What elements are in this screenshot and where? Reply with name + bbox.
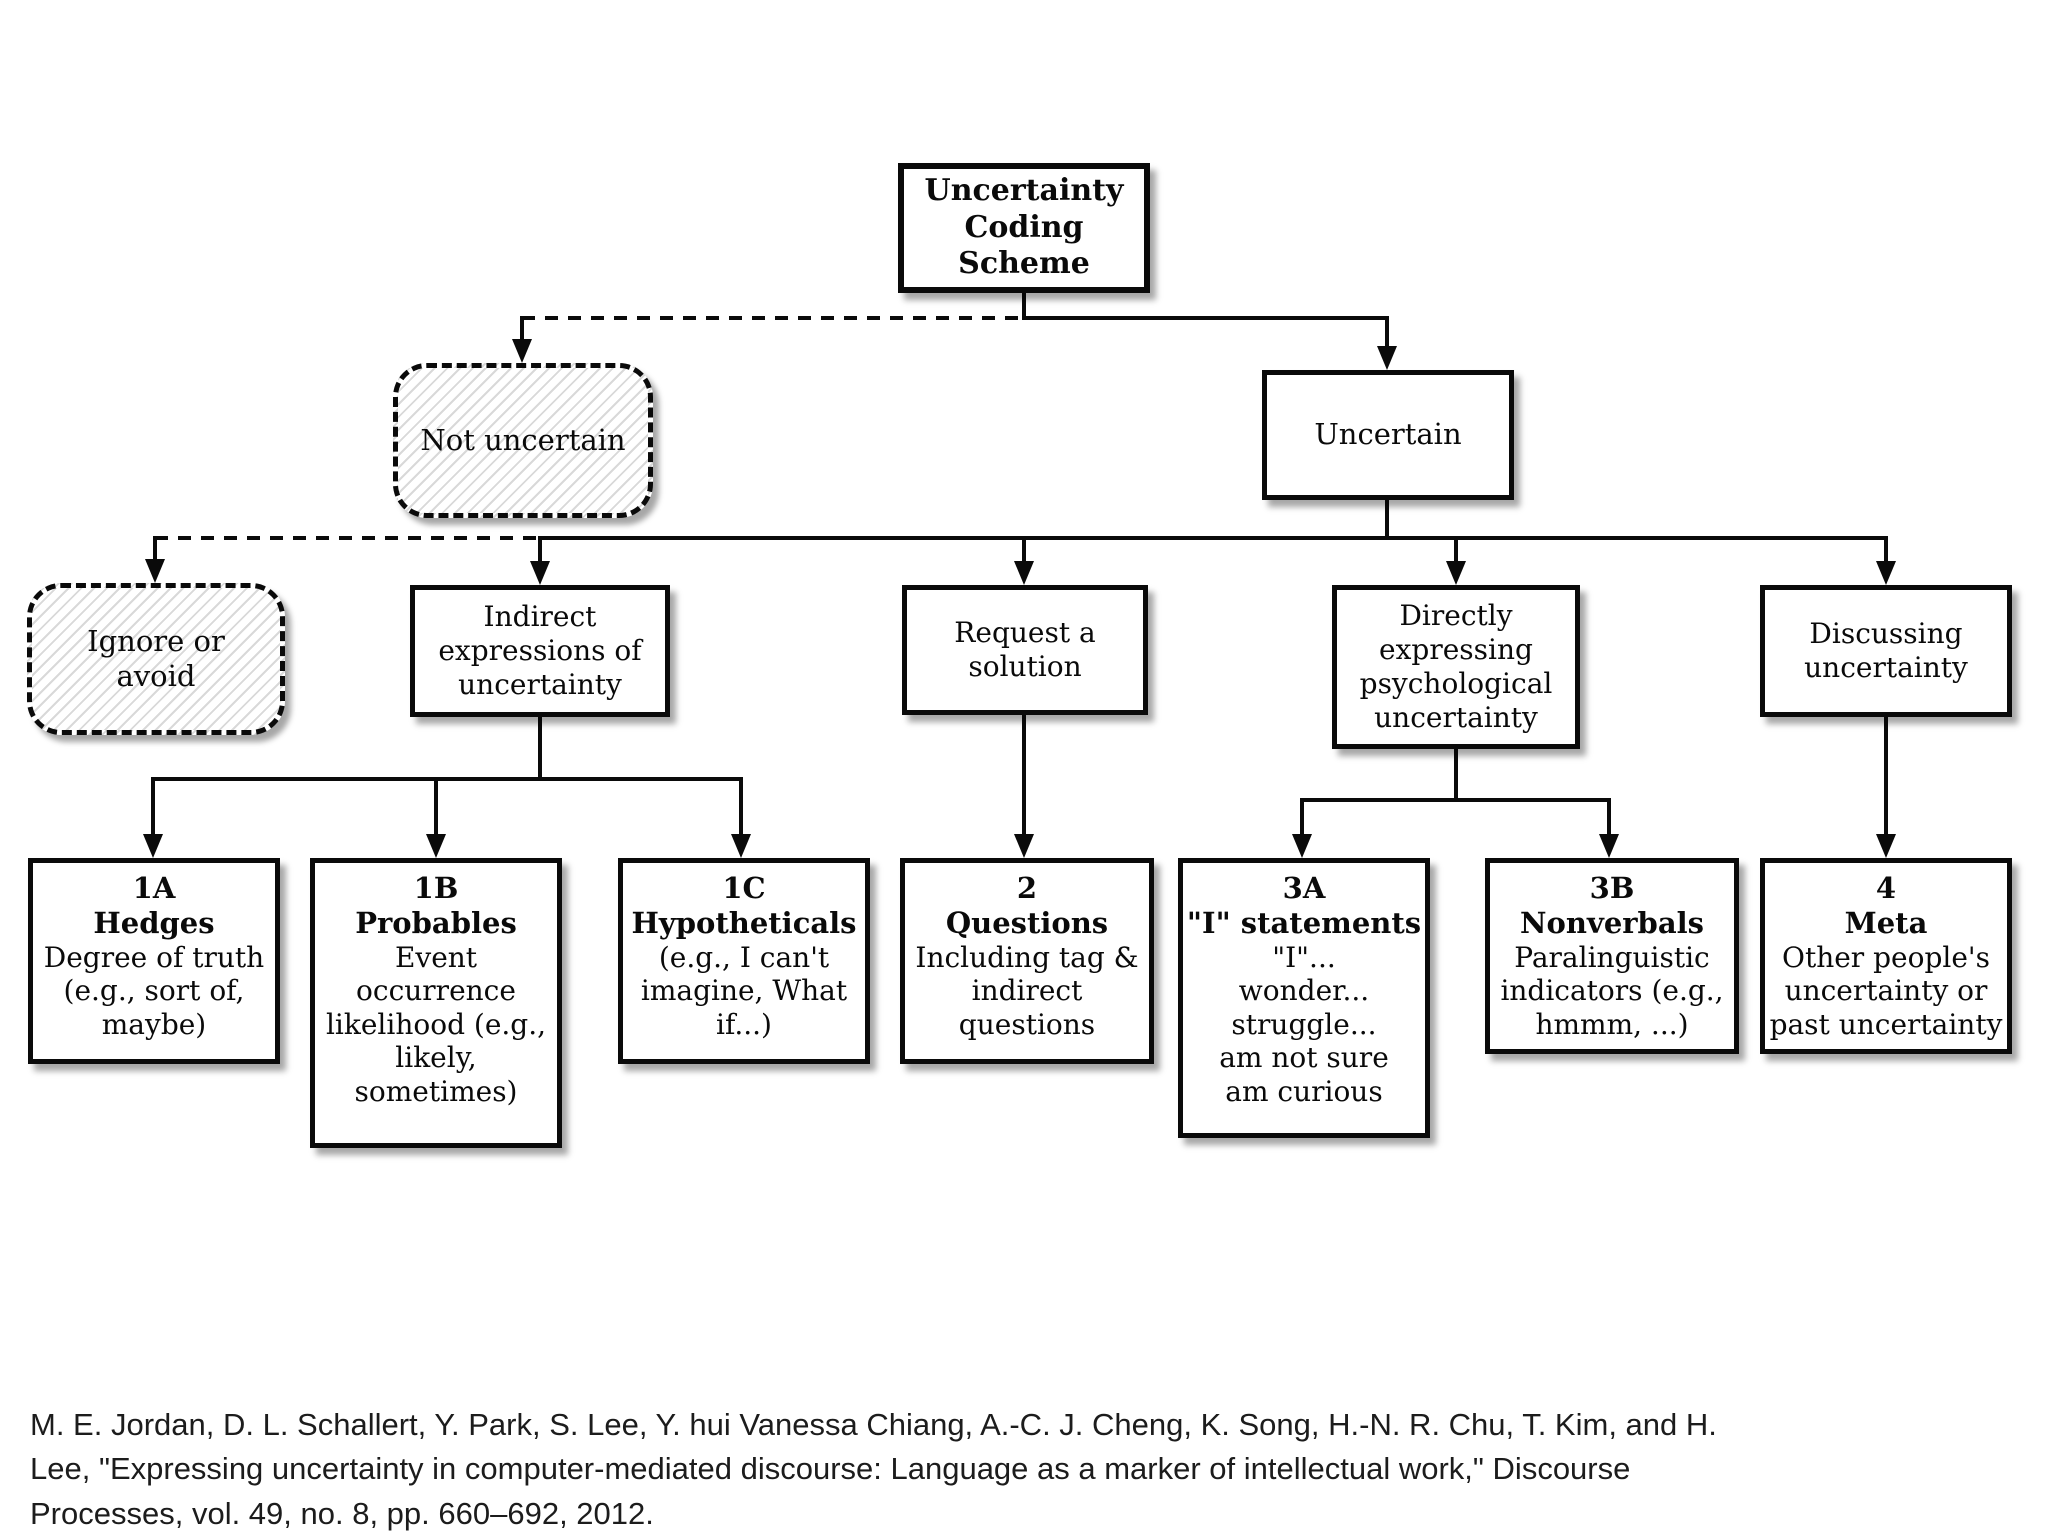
connector-line <box>1385 500 1389 540</box>
arrowhead-down-icon <box>1377 346 1397 370</box>
arrowhead-down-icon <box>1446 561 1466 585</box>
arrowhead-down-icon <box>1014 834 1034 858</box>
connector-line <box>1022 292 1026 320</box>
connector-line <box>540 536 1888 540</box>
arrowhead-down-icon <box>145 559 165 583</box>
connector-line <box>153 536 157 562</box>
node-description: Paralinguistic indicators (e.g., hmmm, .… <box>1500 940 1724 1041</box>
node-request-a-solution: Request a solution <box>902 585 1148 715</box>
node-description: Event occurrence likelihood (e.g., likel… <box>325 940 547 1108</box>
node-description: Other people's uncertainty or past uncer… <box>1769 940 2003 1041</box>
arrowhead-down-icon <box>1292 834 1312 858</box>
arrowhead-down-icon <box>512 339 532 363</box>
node-3a-i-statements: 3A "I" statements "I"... wonder... strug… <box>1178 858 1430 1138</box>
node-label: Discussing uncertainty <box>1804 616 1968 684</box>
arrowhead-down-icon <box>426 834 446 858</box>
connector-line <box>739 777 743 837</box>
connector-line <box>1385 316 1389 346</box>
connector-line <box>151 777 743 781</box>
node-not-uncertain: Not uncertain <box>393 363 653 518</box>
node-label: Request a solution <box>954 615 1096 683</box>
connector-line <box>1454 536 1458 564</box>
connector-line <box>434 777 438 837</box>
connector-line <box>1300 798 1611 802</box>
connector-line <box>1022 316 1389 320</box>
node-label: Uncertainty Coding Scheme <box>924 173 1124 282</box>
node-label: Ignore or avoid <box>87 623 225 693</box>
node-directly-expressing: Directly expressing psychological uncert… <box>1332 585 1580 749</box>
node-label: Not uncertain <box>420 422 626 457</box>
node-heading: 1B Probables <box>355 871 517 940</box>
node-label: Indirect expressions of uncertainty <box>438 599 642 702</box>
node-1c-hypotheticals: 1C Hypotheticals (e.g., I can't imagine,… <box>618 858 870 1064</box>
node-1a-hedges: 1A Hedges Degree of truth (e.g., sort of… <box>28 858 280 1064</box>
connector-line <box>538 536 542 564</box>
node-description: Including tag & indirect questions <box>915 940 1139 1041</box>
connector-line <box>1022 536 1026 564</box>
node-uncertain: Uncertain <box>1262 370 1514 500</box>
arrowhead-down-icon <box>1876 561 1896 585</box>
arrowhead-down-icon <box>731 834 751 858</box>
node-heading: 3A "I" statements <box>1186 871 1422 940</box>
connector-line <box>1300 798 1304 837</box>
node-description: (e.g., I can't imagine, What if...) <box>640 940 848 1041</box>
node-4-meta: 4 Meta Other people's uncertainty or pas… <box>1760 858 2012 1054</box>
node-description: "I"... wonder... struggle... am not sure… <box>1219 940 1389 1108</box>
arrowhead-down-icon <box>530 561 550 585</box>
node-1b-probables: 1B Probables Event occurrence likelihood… <box>310 858 562 1148</box>
node-heading: 3B Nonverbals <box>1520 871 1704 940</box>
connector-line <box>1454 748 1458 802</box>
arrowhead-down-icon <box>1014 561 1034 585</box>
connector-line <box>1607 798 1611 837</box>
node-description: Degree of truth (e.g., sort of, maybe) <box>43 940 265 1041</box>
arrowhead-down-icon <box>1599 834 1619 858</box>
node-indirect-expressions: Indirect expressions of uncertainty <box>410 585 670 717</box>
arrowhead-down-icon <box>1876 834 1896 858</box>
node-ignore-or-avoid: Ignore or avoid <box>27 583 285 735</box>
node-uncertainty-coding-scheme: Uncertainty Coding Scheme <box>898 163 1150 293</box>
connector-line-dashed <box>155 536 540 540</box>
node-heading: 4 Meta <box>1844 871 1928 940</box>
node-heading: 1A Hedges <box>93 871 215 940</box>
connector-line <box>1884 536 1888 564</box>
connector-line <box>538 715 542 781</box>
node-discussing-uncertainty: Discussing uncertainty <box>1760 585 2012 717</box>
connector-line <box>520 316 524 342</box>
connector-line-dashed <box>522 316 1024 320</box>
citation-text: M. E. Jordan, D. L. Schallert, Y. Park, … <box>30 1407 1717 1531</box>
node-label: Uncertain <box>1314 417 1462 452</box>
node-heading: 1C Hypotheticals <box>631 871 857 940</box>
node-3b-nonverbals: 3B Nonverbals Paralinguistic indicators … <box>1485 858 1739 1054</box>
arrowhead-down-icon <box>143 834 163 858</box>
node-2-questions: 2 Questions Including tag & indirect que… <box>900 858 1154 1064</box>
connector-line <box>151 777 155 837</box>
node-heading: 2 Questions <box>945 871 1109 940</box>
connector-line <box>1022 713 1026 838</box>
node-label: Directly expressing psychological uncert… <box>1359 598 1553 735</box>
connector-line <box>1884 717 1888 838</box>
